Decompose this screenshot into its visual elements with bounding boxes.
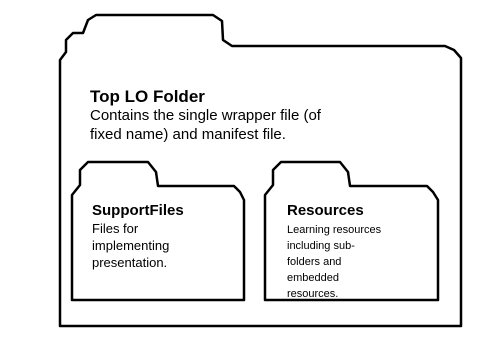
support-files-description-line-1: Files for: [92, 221, 139, 236]
resources-description-line-1: Learning resources: [287, 224, 382, 236]
support-files-description: Files for implementing presentation.: [92, 220, 169, 271]
top-lo-folder-description-line-2: fixed name) and manifest file.: [90, 126, 286, 143]
support-files-description-line-3: presentation.: [92, 255, 168, 270]
support-files-folder-outline: [70, 160, 246, 302]
support-files-description-line-2: implementing: [92, 238, 170, 253]
top-lo-folder-description-line-1: Contains the single wrapper file (of: [90, 107, 321, 124]
resources-description-line-4: embedded: [287, 272, 339, 284]
resources-folder-outline: [263, 160, 440, 302]
resources-description: Learning resources including sub- folder…: [287, 222, 381, 302]
resources-description-line-5: resources.: [287, 288, 339, 300]
resources-description-line-3: folders and: [287, 256, 342, 268]
top-lo-folder-title: Top LO Folder: [90, 87, 205, 106]
resources-description-line-2: including sub-: [287, 240, 355, 252]
resources-title: Resources: [287, 202, 364, 219]
support-files-title: SupportFiles: [92, 202, 184, 219]
